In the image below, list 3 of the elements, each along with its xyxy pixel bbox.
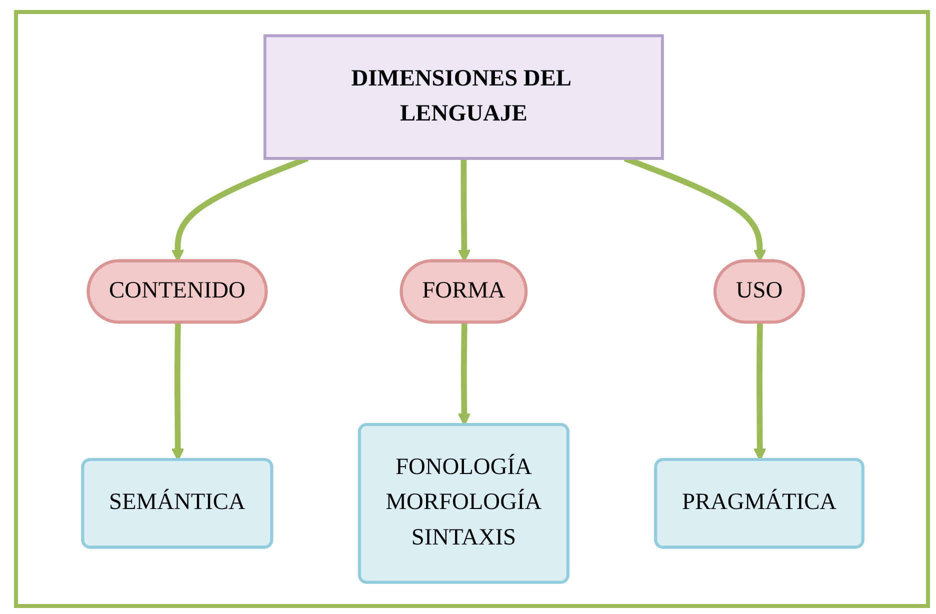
node-box: DIMENSIONES DEL LENGUAJE xyxy=(264,34,664,160)
arrow xyxy=(172,322,184,461)
arrow xyxy=(754,322,767,461)
